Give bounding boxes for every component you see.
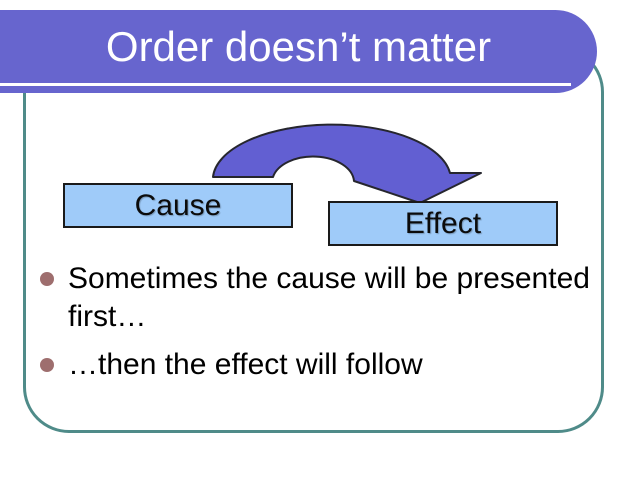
bullet-item: Sometimes the cause will be presented fi… <box>40 260 596 336</box>
bullet-marker-icon <box>40 272 54 286</box>
title-underline <box>0 83 571 86</box>
bullet-text: Sometimes the cause will be presented fi… <box>68 262 590 333</box>
bullet-marker-icon <box>40 358 54 372</box>
bullet-item: …then the effect will follow <box>40 346 596 384</box>
bullet-list: Sometimes the cause will be presented fi… <box>40 260 596 394</box>
title-banner: Order doesn’t matter <box>0 10 597 93</box>
slide-title: Order doesn’t matter <box>105 22 492 70</box>
cause-box: Cause <box>63 183 293 228</box>
bullet-text: …then the effect will follow <box>68 348 423 381</box>
effect-box: Effect <box>328 201 558 246</box>
